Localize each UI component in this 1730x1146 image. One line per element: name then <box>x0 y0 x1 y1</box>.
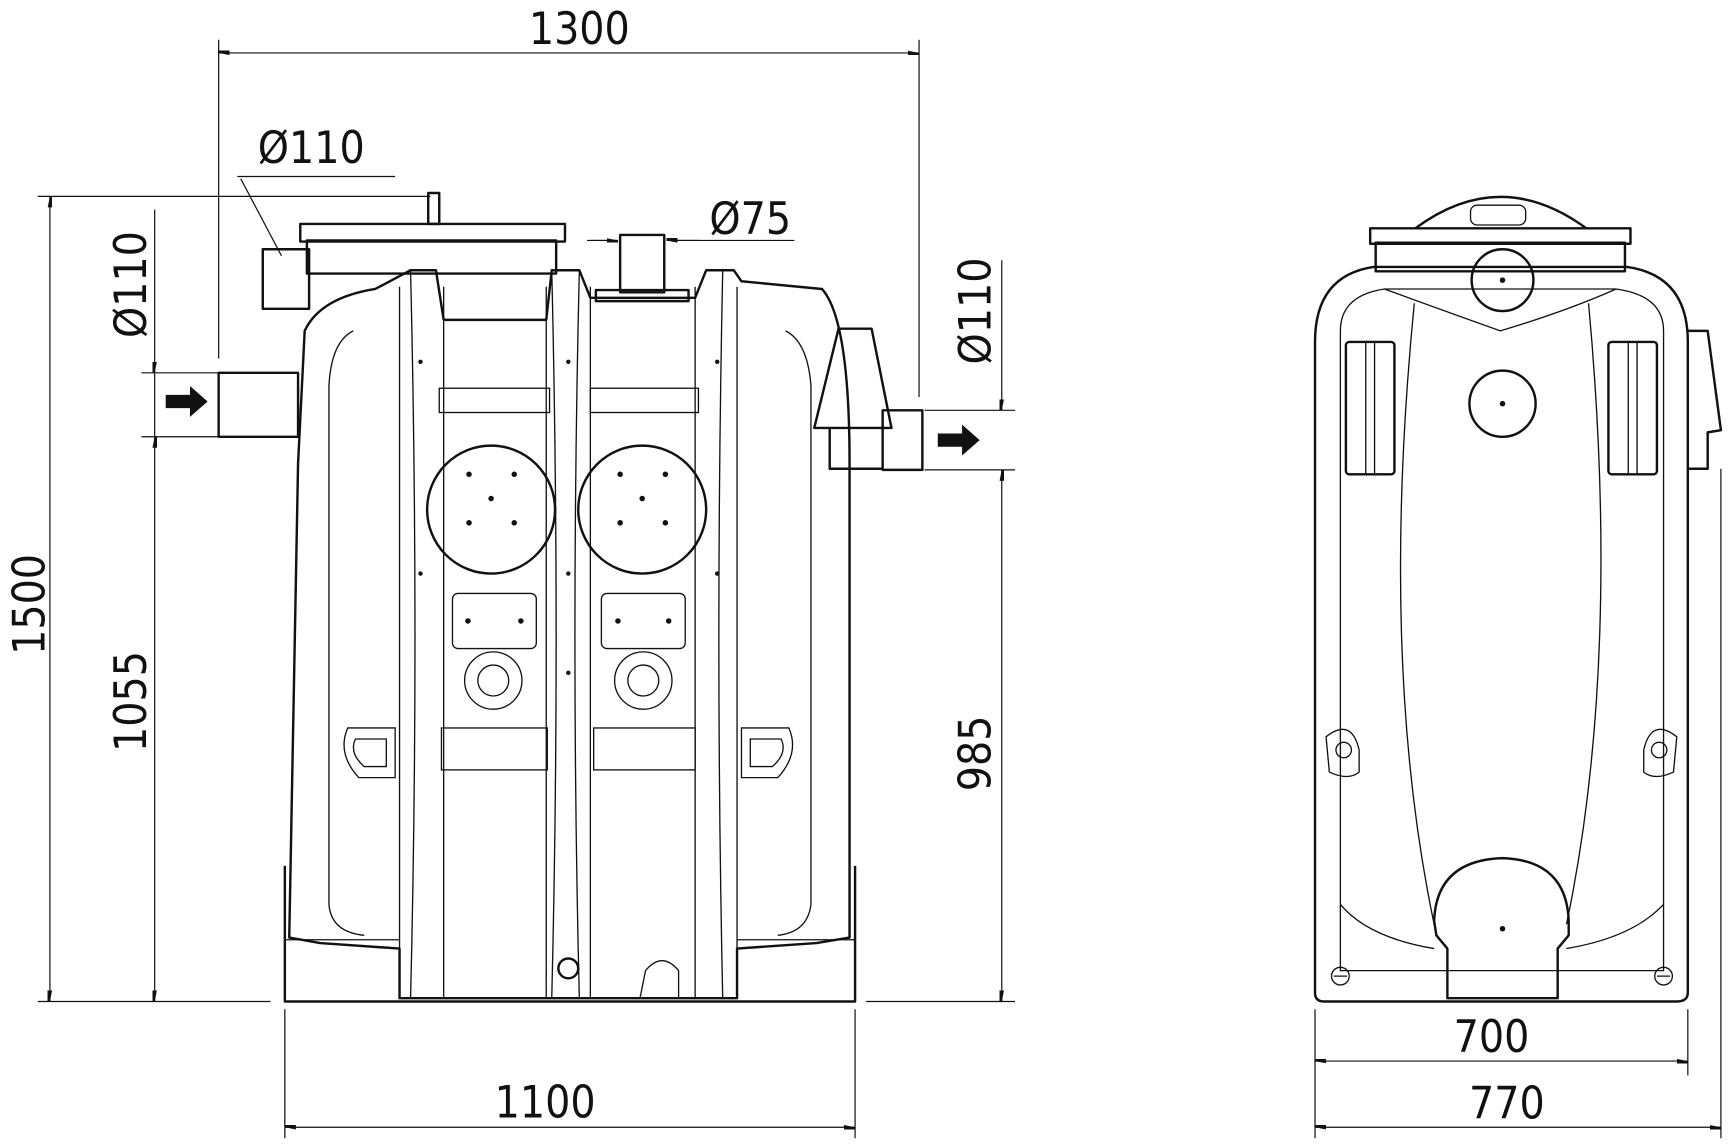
rib-lower-right <box>593 727 696 771</box>
dim-width-overall: 1300 <box>529 4 630 55</box>
handle-left <box>343 727 396 779</box>
side-tank-body <box>1313 265 1690 1003</box>
side-cover-dome <box>1414 195 1588 230</box>
rib-lower-left <box>440 727 549 771</box>
dim-base-width: 1100 <box>495 1077 596 1128</box>
inlet-pipe-top <box>261 248 311 311</box>
outlet-pipe <box>813 327 893 430</box>
side-port-upper <box>1470 248 1535 313</box>
vent-pipe <box>618 233 666 294</box>
dim-height-total: 1500 <box>4 554 55 655</box>
side-sump <box>1432 856 1570 1000</box>
dim-inlet-height: 1055 <box>106 651 157 752</box>
side-riser-cover <box>1368 227 1632 245</box>
side-view <box>1313 195 1723 1003</box>
outlet-arrow-icon <box>937 424 980 456</box>
dim-vent-diameter: Ø75 <box>709 194 791 245</box>
dim-side-inner-width: 700 <box>1454 1012 1530 1063</box>
inlet-arrow-icon <box>165 386 208 417</box>
label-plate-left <box>451 592 537 650</box>
inlet-pipe-side <box>217 371 300 438</box>
handle-right <box>740 727 794 779</box>
side-dimensions: 700 770 <box>1314 468 1722 1139</box>
dim-side-outer-width: 770 <box>1469 1078 1545 1129</box>
inlet-riser <box>305 239 558 275</box>
dim-inlet-side-diameter: Ø110 <box>106 231 157 338</box>
inspection-port-left <box>425 444 557 575</box>
inlet-riser-cover <box>299 222 567 243</box>
side-port-lower <box>1468 369 1537 438</box>
label-plate-right <box>600 592 686 650</box>
rib-upper-left <box>438 387 551 414</box>
front-view <box>165 191 980 1003</box>
rib-upper-right <box>589 387 700 414</box>
inspection-port-right <box>577 444 708 575</box>
tank-body <box>288 269 851 1000</box>
front-dimensions: 1300 Ø110 Ø75 1500 Ø110 1055 Ø110 985 11… <box>4 4 1016 1139</box>
tank-base <box>283 865 857 1003</box>
dim-inlet-top-diameter: Ø110 <box>258 123 365 174</box>
dim-outlet-height: 985 <box>951 715 1002 791</box>
dim-outlet-diameter: Ø110 <box>951 258 1002 365</box>
